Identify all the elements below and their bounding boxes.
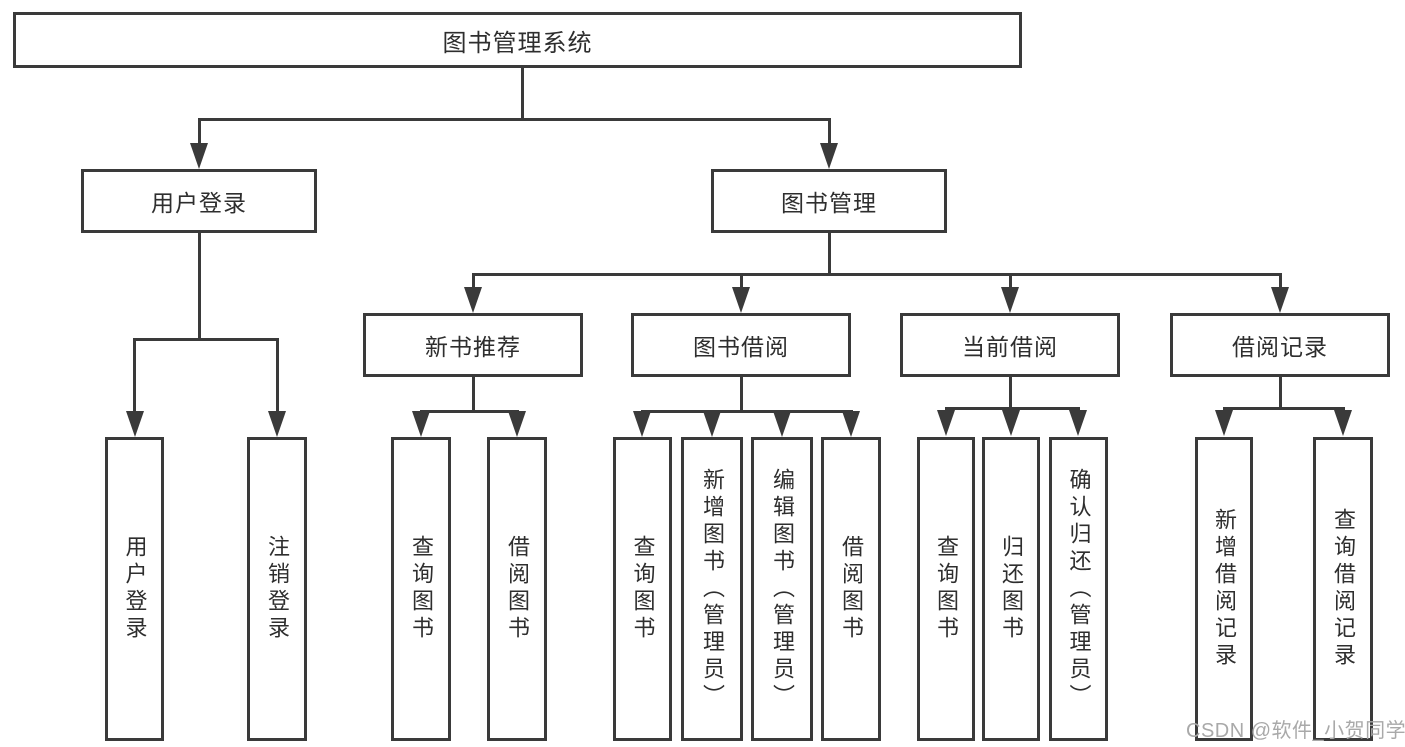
arrow-down-icon [820, 143, 838, 169]
connector-drop [133, 338, 136, 411]
leaf-edit-books-admin: 编辑图书（管理员） [751, 437, 813, 741]
leaf-add-books-admin: 新增图书（管理员） [681, 437, 743, 741]
leaf-return-books: 归还图书 [982, 437, 1040, 741]
arrow-down-icon [1001, 287, 1019, 313]
connector-drop [197, 118, 201, 145]
connector-records-rail [1222, 407, 1345, 410]
connector-root-stem [520, 67, 524, 118]
connector-borrow-rail [640, 410, 853, 413]
connector-drop [1278, 273, 1282, 287]
arrow-down-icon [1002, 410, 1020, 436]
connector-userlogin-rail [133, 338, 279, 341]
connector-current-stem [1008, 377, 1012, 407]
leaf-user-login: 用户登录 [105, 437, 164, 741]
arrow-down-icon [508, 411, 526, 437]
node-current-borrowing: 当前借阅 [900, 313, 1120, 377]
node-borrowing-records: 借阅记录 [1170, 313, 1390, 377]
leaf-query-books-borrow: 查询图书 [613, 437, 672, 741]
leaf-query-books-recommend: 查询图书 [391, 437, 451, 741]
connector-newbook-stem [471, 377, 475, 410]
connector-drop [275, 338, 279, 411]
arrow-down-icon [937, 410, 955, 436]
arrow-down-icon [464, 287, 482, 313]
connector-drop [471, 273, 475, 287]
node-user-login: 用户登录 [81, 169, 317, 233]
connector-bookmgmt-stem [827, 233, 831, 273]
leaf-borrow-books: 借阅图书 [821, 437, 881, 741]
arrow-down-icon [412, 411, 430, 437]
connector-borrow-stem [739, 377, 743, 410]
csdn-watermark: CSDN @软件_小贺同学 [1186, 720, 1405, 742]
arrow-down-icon [1271, 287, 1289, 313]
node-book-borrowing: 图书借阅 [631, 313, 851, 377]
connector-userlogin-stem [197, 233, 201, 338]
arrow-down-icon [125, 411, 144, 437]
connector-bookmgmt-rail [471, 273, 1282, 276]
arrow-down-icon [732, 287, 750, 313]
arrow-down-icon [1334, 410, 1352, 436]
arrow-down-icon [190, 143, 208, 169]
connector-drop [739, 273, 743, 287]
arrow-down-icon [633, 411, 651, 437]
leaf-confirm-return-admin: 确认归还（管理员） [1049, 437, 1108, 741]
node-new-book-recommend: 新书推荐 [363, 313, 583, 377]
leaf-query-books-current: 查询图书 [917, 437, 975, 741]
connector-drop [827, 118, 831, 145]
leaf-add-borrow-record: 新增借阅记录 [1195, 437, 1253, 741]
connector-records-stem [1278, 377, 1282, 407]
node-root-library-system: 图书管理系统 [13, 12, 1022, 68]
connector-current-rail [944, 407, 1080, 410]
arrow-down-icon [268, 411, 286, 437]
connector-newbook-rail [419, 410, 519, 413]
arrow-down-icon [703, 411, 721, 437]
leaf-borrow-books-recommend: 借阅图书 [487, 437, 547, 741]
node-book-management: 图书管理 [711, 169, 947, 233]
leaf-logout: 注销登录 [247, 437, 307, 741]
arrow-down-icon [1069, 410, 1087, 436]
arrow-down-icon [842, 411, 860, 437]
leaf-query-borrow-record: 查询借阅记录 [1313, 437, 1373, 741]
arrow-down-icon [773, 411, 791, 437]
arrow-down-icon [1215, 410, 1233, 436]
connector-drop [1008, 273, 1012, 287]
connector-root-rail [197, 118, 831, 121]
